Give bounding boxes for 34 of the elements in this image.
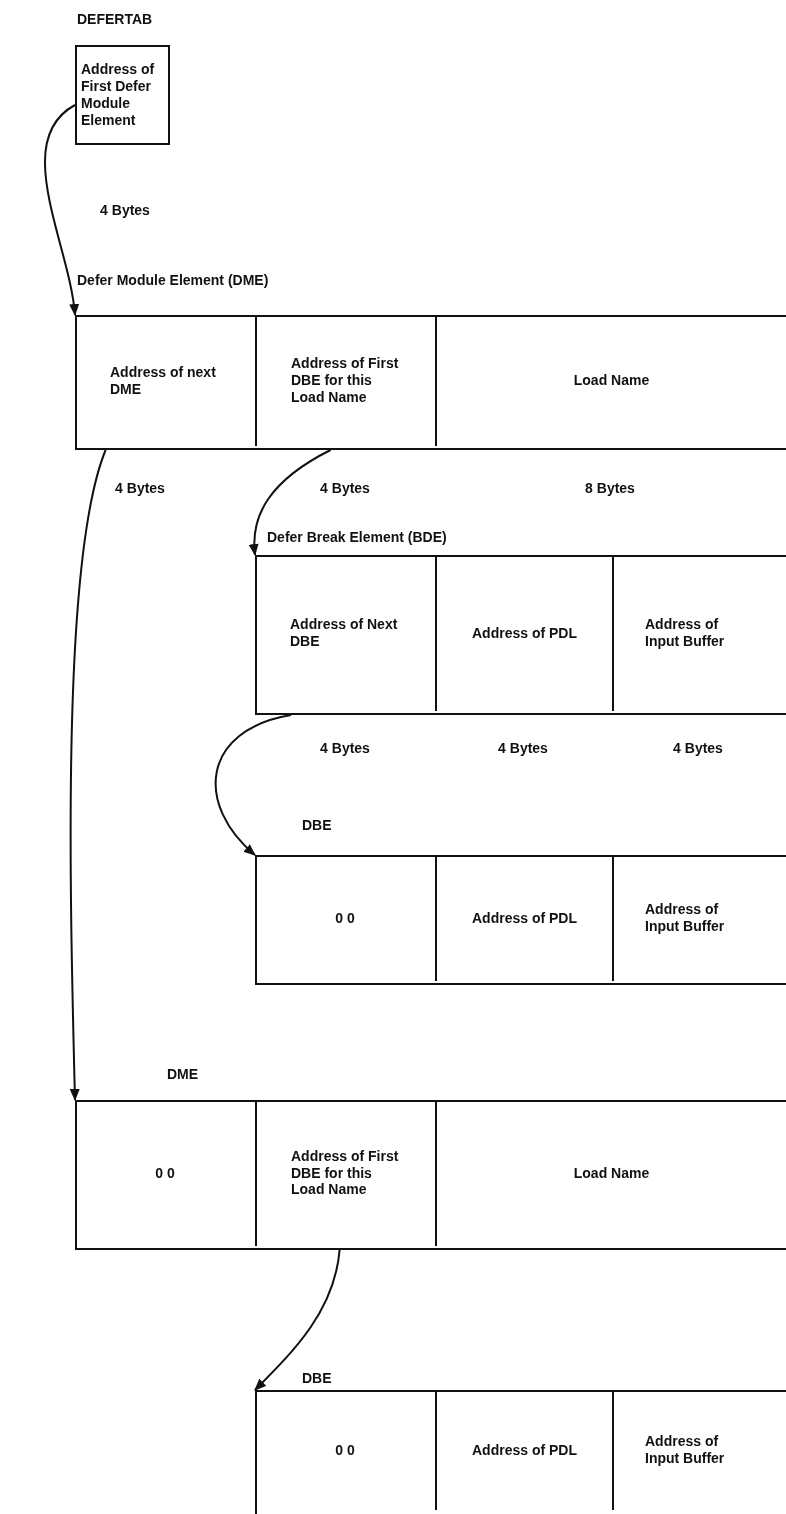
field-text: Address of Input Buffer [644,616,726,650]
field-text: Load Name [572,1164,651,1182]
record-heading: DME [167,1066,199,1082]
field-text: Address of PDL [471,624,578,642]
record-heading: DBE [302,1370,332,1386]
arrow [44,104,79,316]
field-text: 0 0 [154,1164,176,1182]
field-text: Address of Next DBE [289,616,399,650]
field-text: Load Name [572,372,651,389]
field-text: Address of PDL [471,909,578,927]
record-heading: Defer Module Element (DME) [77,272,269,288]
field-text: Address of Input Buffer [644,1433,726,1467]
byte-size-label: 4 Bytes [673,740,723,756]
field-text: Address of PDL [471,1441,578,1459]
record-heading: DEFERTAB [77,11,153,27]
field-text: Address of next DME [109,363,217,398]
field-text: Address of First DBE for this Load Name [290,355,400,406]
field-text: Address of First DBE for this Load Name [290,1147,400,1199]
arrow [254,1249,341,1391]
record-heading: Defer Break Element (BDE) [267,529,447,545]
record-heading: DBE [302,817,332,833]
arrow [69,449,107,1101]
arrow [249,449,332,556]
arrow [214,714,292,856]
byte-size-label: 4 Bytes [320,740,370,756]
field-text: 0 0 [334,909,356,927]
byte-size-label: 4 Bytes [100,202,150,218]
byte-size-label: 8 Bytes [585,480,635,496]
byte-size-label: 4 Bytes [320,480,370,496]
field-text: Address of First Defer Module Element [80,61,156,129]
field-text: Address of Input Buffer [644,901,726,935]
field-text: 0 0 [334,1441,356,1459]
byte-size-label: 4 Bytes [115,480,165,496]
byte-size-label: 4 Bytes [498,740,548,756]
